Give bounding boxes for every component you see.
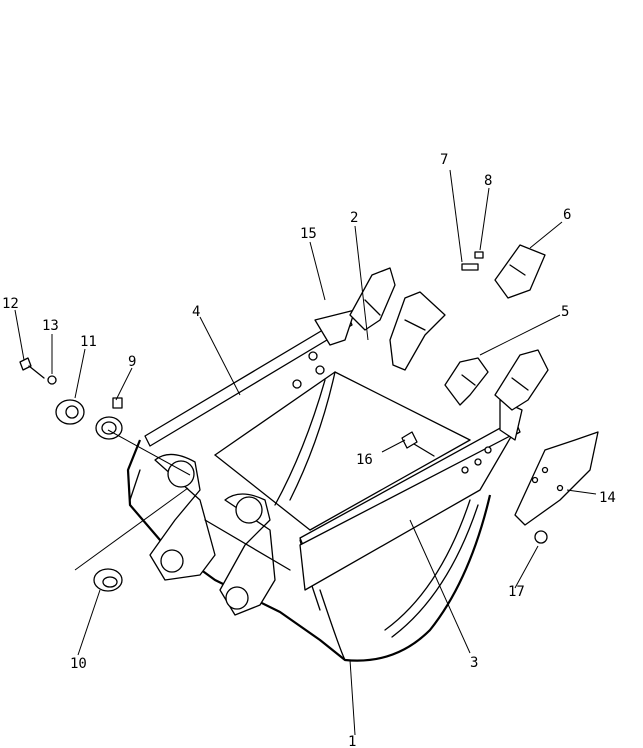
callout-11: 11 (80, 334, 97, 350)
callout-8: 8 (484, 173, 492, 189)
callout-5: 5 (561, 304, 569, 320)
callout-1: 1 (348, 734, 356, 748)
callout-16: 16 (356, 452, 373, 468)
callout-7: 7 (440, 152, 448, 168)
leader-lines (14, 169, 597, 736)
callout-17: 17 (508, 584, 525, 600)
callout-2: 2 (350, 210, 358, 226)
bucket-body (126, 309, 523, 662)
callout-6: 6 (563, 207, 571, 223)
hardware (19, 357, 548, 592)
callout-15: 15 (300, 226, 317, 242)
teeth (349, 244, 599, 526)
callout-labels: 1 2 3 4 5 6 7 8 9 10 11 12 13 14 15 16 1… (2, 152, 616, 748)
callout-4: 4 (192, 304, 200, 320)
callout-9: 9 (128, 354, 136, 370)
callout-14: 14 (599, 490, 616, 506)
callout-13: 13 (42, 318, 59, 334)
callout-3: 3 (470, 655, 478, 671)
callout-12: 12 (2, 296, 19, 312)
callout-10: 10 (70, 656, 87, 672)
